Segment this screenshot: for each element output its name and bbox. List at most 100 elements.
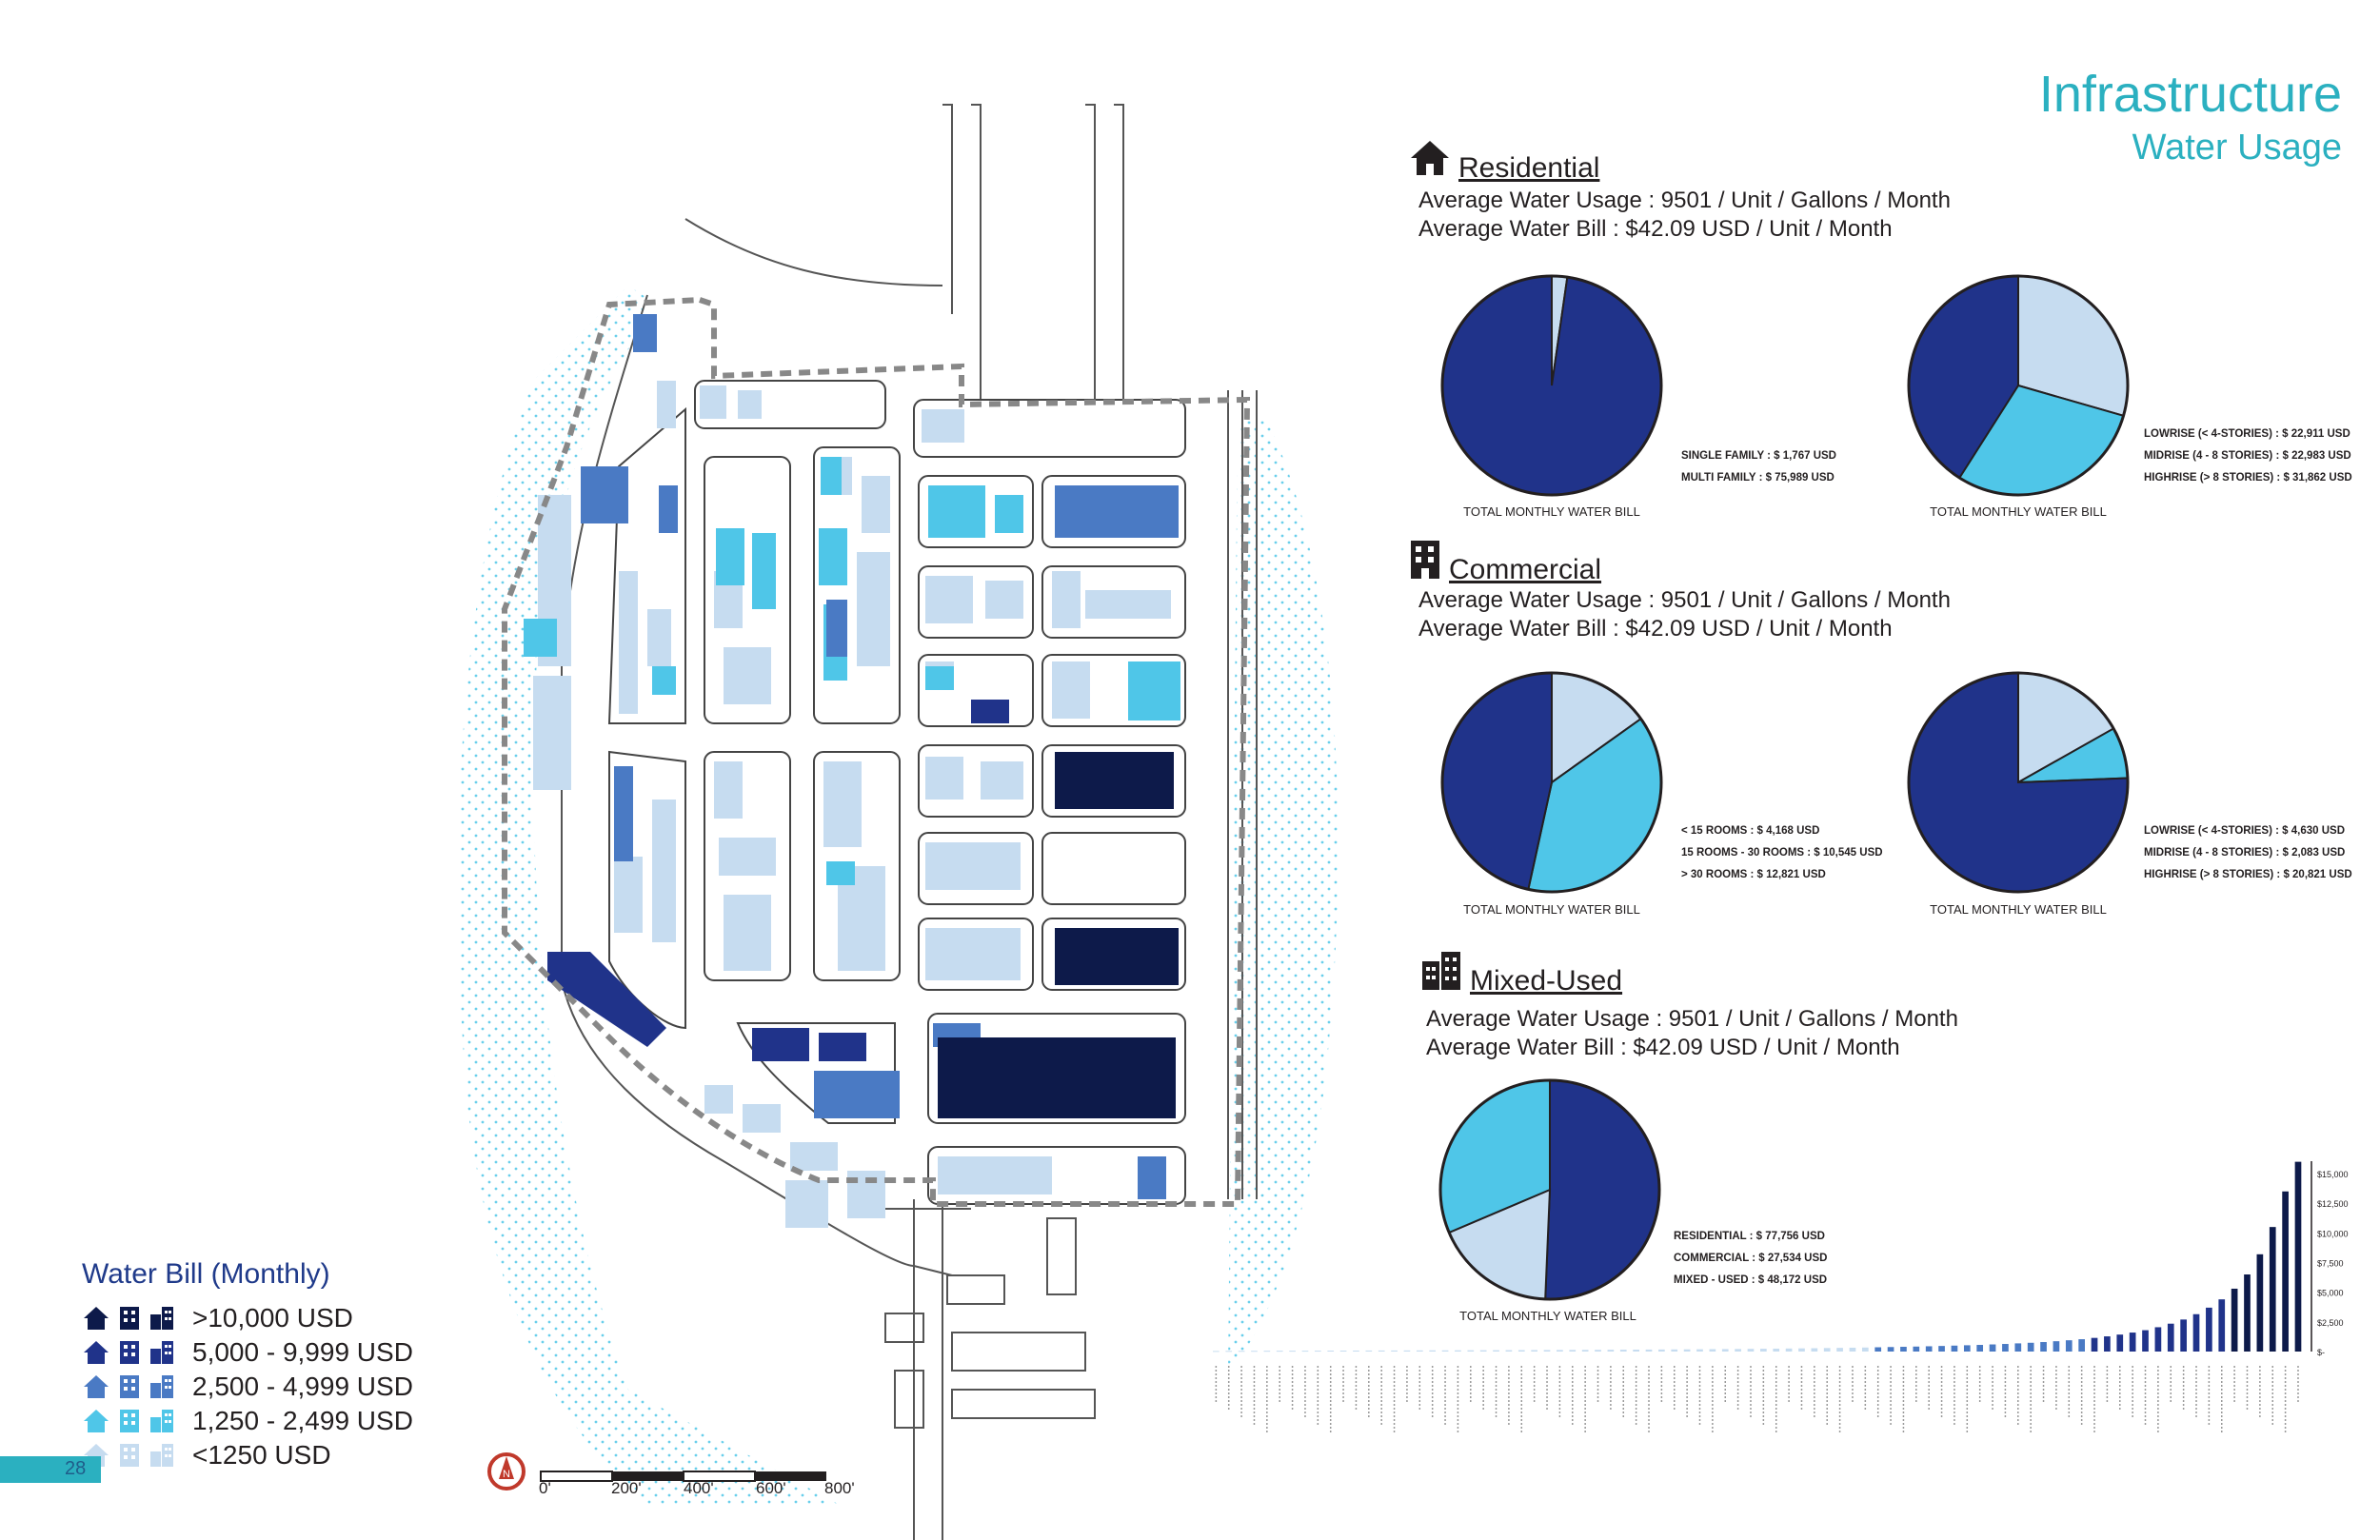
- legend-row: 5,000 - 9,999 USD: [82, 1336, 413, 1369]
- scale-label: 0': [539, 1479, 551, 1497]
- y-tick-label: $12,500: [2317, 1199, 2349, 1209]
- bar: [2256, 1254, 2264, 1352]
- bar: [1289, 1351, 1296, 1352]
- pie-legend-item: COMMERCIAL : $ 27,534 USD: [1674, 1253, 1828, 1264]
- bar: [1378, 1350, 1385, 1352]
- bar: [2053, 1341, 2060, 1352]
- bar: [1951, 1345, 1958, 1352]
- office-building-icon: [120, 1341, 139, 1364]
- bar: [1619, 1350, 1627, 1352]
- bar: [1747, 1349, 1755, 1352]
- bar: [1721, 1349, 1729, 1352]
- bar: [1365, 1350, 1373, 1352]
- page-subtitle: Water Usage: [2132, 128, 2342, 168]
- residential-heading-label: Residential: [1458, 152, 1600, 184]
- pie-outline: [1907, 671, 2130, 894]
- bar: [1658, 1349, 1665, 1352]
- bar: [2078, 1339, 2085, 1352]
- bar: [2065, 1340, 2073, 1352]
- bar: [1785, 1348, 1793, 1352]
- water-area-west: [458, 286, 838, 1504]
- residential-height-pie-chart: [1907, 274, 2130, 497]
- city-buildings-icon: [150, 1375, 173, 1398]
- bar: [2244, 1274, 2251, 1352]
- pie-caption: TOTAL MONTHLY WATER BILL: [1463, 902, 1640, 917]
- city-buildings-icon: [150, 1444, 173, 1467]
- bar: [1849, 1347, 1856, 1352]
- bar: [1251, 1351, 1258, 1352]
- scale-label: 800': [824, 1479, 855, 1497]
- bar: [1836, 1348, 1843, 1352]
- office-building-icon: [120, 1307, 139, 1330]
- bar: [2142, 1330, 2149, 1352]
- bar: [1900, 1347, 1907, 1352]
- pie-legend-item: < 15 ROOMS : $ 4,168 USD: [1681, 825, 1820, 837]
- legend-row: >10,000 USD: [82, 1302, 353, 1334]
- bar: [1760, 1349, 1767, 1352]
- bar: [1493, 1350, 1499, 1352]
- house-icon: [84, 1341, 109, 1364]
- pie-legend-item: 15 ROOMS - 30 ROOMS : $ 10,545 USD: [1681, 847, 1883, 859]
- legend-icons: [82, 1408, 175, 1434]
- bar: [2129, 1333, 2136, 1352]
- legend-row: 1,250 - 2,499 USD: [82, 1405, 413, 1437]
- bar: [1595, 1350, 1601, 1352]
- legend-label: 2,500 - 4,999 USD: [192, 1372, 413, 1401]
- buildings: [524, 314, 1180, 1228]
- bar: [2206, 1307, 2212, 1352]
- office-building-icon: [120, 1375, 139, 1398]
- bar: [1709, 1349, 1716, 1352]
- bar: [2269, 1227, 2276, 1352]
- bar: [2116, 1334, 2124, 1352]
- bar: [1225, 1351, 1233, 1352]
- bar: [1607, 1350, 1615, 1352]
- commercial-heading: Commercial: [1409, 539, 1601, 584]
- mixed-use-pie-chart: [1438, 1078, 1661, 1301]
- office-building-icon: [1409, 539, 1441, 584]
- y-tick-label: $7,500: [2317, 1259, 2344, 1269]
- bar: [1798, 1348, 1805, 1352]
- house-icon: [84, 1307, 109, 1330]
- bar: [1429, 1350, 1437, 1352]
- bar: [1505, 1350, 1513, 1352]
- pie-outline: [1438, 1078, 1661, 1301]
- bar: [1887, 1347, 1894, 1352]
- legend-label: <1250 USD: [192, 1440, 331, 1470]
- bar: [2091, 1337, 2098, 1352]
- pie-legend-item: MIDRISE (4 - 8 STORIES) : $ 22,983 USD: [2144, 450, 2351, 462]
- pie-legend: RESIDENTIAL : $ 77,756 USD COMMERCIAL : …: [1674, 1226, 1827, 1292]
- pie-legend-item: MULTI FAMILY : $ 75,989 USD: [1681, 472, 1835, 484]
- page-tab: [0, 1456, 101, 1483]
- bar: [1479, 1350, 1487, 1352]
- pie-caption: TOTAL MONTHLY WATER BILL: [1459, 1309, 1636, 1323]
- pie-legend: LOWRISE (< 4-STORIES) : $ 22,911 USD MID…: [2144, 424, 2352, 489]
- pie-legend: LOWRISE (< 4-STORIES) : $ 4,630 USD MIDR…: [2144, 820, 2352, 886]
- office-building-icon: [120, 1444, 139, 1467]
- water-area-east: [1228, 419, 1339, 1371]
- residential-type-pie-chart: [1440, 274, 1663, 497]
- page-title: Infrastructure: [2038, 66, 2342, 123]
- bar: [1773, 1348, 1780, 1352]
- bar: [2167, 1323, 2174, 1352]
- page-number: 28: [65, 1458, 87, 1479]
- mixed-heading: Mixed-Used: [1420, 950, 1622, 996]
- scale-label: 600': [756, 1479, 786, 1497]
- office-building-icon: [120, 1410, 139, 1432]
- pie-caption: TOTAL MONTHLY WATER BILL: [1463, 504, 1640, 519]
- bar: [1581, 1350, 1589, 1352]
- y-tick-label: $-: [2317, 1348, 2325, 1357]
- legend-label: 1,250 - 2,499 USD: [192, 1406, 413, 1435]
- legend-icons: [82, 1339, 175, 1366]
- pie-caption: TOTAL MONTHLY WATER BILL: [1930, 504, 2107, 519]
- bar: [1925, 1346, 1933, 1352]
- bar: [1301, 1351, 1309, 1352]
- bar: [1696, 1349, 1703, 1352]
- scale-label: 200': [611, 1479, 642, 1497]
- bar: [1238, 1351, 1245, 1352]
- legend-icons: [82, 1305, 175, 1332]
- bar: [1683, 1349, 1691, 1352]
- pie-legend-item: LOWRISE (< 4-STORIES) : $ 22,911 USD: [2144, 428, 2350, 440]
- commercial-heading-label: Commercial: [1449, 554, 1602, 585]
- y-tick-label: $10,000: [2317, 1229, 2349, 1238]
- bar: [2218, 1299, 2226, 1352]
